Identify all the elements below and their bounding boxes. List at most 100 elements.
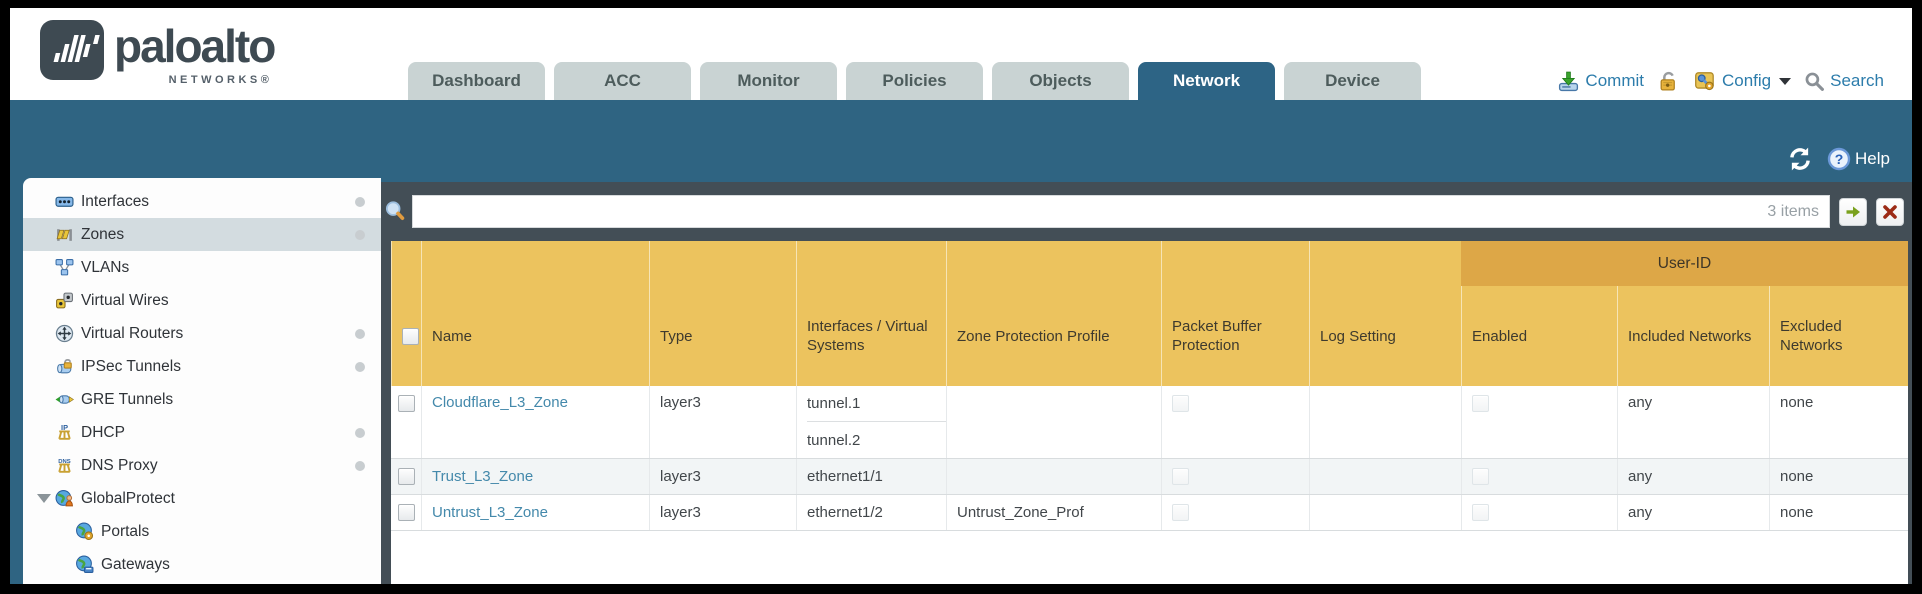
sidebar-item-virtual-wires[interactable]: Virtual Wires xyxy=(23,284,381,317)
status-dot xyxy=(355,328,365,339)
packet-buffer-checkbox[interactable] xyxy=(1172,468,1189,485)
global-search-button[interactable]: Search xyxy=(1804,71,1884,92)
column-header-zone-protection[interactable]: Zone Protection Profile xyxy=(946,241,1161,386)
commit-icon xyxy=(1559,71,1579,91)
column-header-included[interactable]: Included Networks xyxy=(1617,241,1769,386)
tab-network[interactable]: Network xyxy=(1138,62,1275,100)
tab-monitor[interactable]: Monitor xyxy=(700,62,837,100)
sidebar-item-gre-tunnels[interactable]: GRE Tunnels xyxy=(23,383,381,416)
chevron-down-icon xyxy=(1779,77,1792,85)
zone-name-cell: Trust_L3_Zone xyxy=(421,459,649,494)
expand-triangle-icon[interactable] xyxy=(37,494,51,503)
lock-icon[interactable] xyxy=(1657,70,1680,93)
column-header-log-setting[interactable]: Log Setting xyxy=(1309,241,1461,386)
help-label: Help xyxy=(1855,149,1890,168)
user-id-group-header: User-ID xyxy=(1461,241,1908,286)
zone-type-cell: layer3 xyxy=(649,459,796,494)
zone-name-link[interactable]: Trust_L3_Zone xyxy=(432,468,534,485)
search-icon xyxy=(1805,72,1825,91)
config-menu-button[interactable]: Config xyxy=(1693,69,1792,93)
user-id-enabled-checkbox[interactable] xyxy=(1472,468,1489,485)
header-utilities: Commit Confi xyxy=(1557,69,1884,93)
column-header-enabled[interactable]: Enabled xyxy=(1461,241,1617,386)
virtual-wires-icon xyxy=(55,291,74,310)
column-header-interfaces[interactable]: Interfaces / Virtual Systems xyxy=(796,241,946,386)
included-networks-cell: any xyxy=(1617,386,1769,458)
logo-word: paloalto xyxy=(114,20,276,72)
row-select-cell xyxy=(391,459,421,494)
help-button[interactable]: ? Help xyxy=(1827,147,1890,171)
row-checkbox[interactable] xyxy=(397,395,415,412)
refresh-icon[interactable] xyxy=(1787,146,1813,172)
commit-button[interactable]: Commit xyxy=(1557,70,1644,93)
user-id-enabled-checkbox[interactable] xyxy=(1472,504,1489,521)
sidebar-item-ipsec-tunnels[interactable]: IPSec Tunnels xyxy=(23,350,381,383)
sidebar-item-interfaces[interactable]: Interfaces xyxy=(23,185,381,218)
page-actions: ? Help xyxy=(1787,146,1890,172)
filter-input[interactable] xyxy=(413,196,1829,227)
clear-filter-button[interactable] xyxy=(1876,197,1904,226)
log-setting-cell xyxy=(1309,459,1461,494)
packet-buffer-checkbox[interactable] xyxy=(1172,395,1189,412)
close-icon xyxy=(1883,204,1897,219)
sidebar-item-globalprotect[interactable]: GlobalProtect xyxy=(23,482,381,515)
arrow-right-icon xyxy=(1846,206,1860,217)
search-label: Search xyxy=(1830,71,1884,90)
filter-bar: 3 items xyxy=(381,182,1912,241)
user-id-enabled-checkbox[interactable] xyxy=(1472,395,1489,412)
row-checkbox[interactable] xyxy=(397,468,415,485)
sidebar-item-label: Gateways xyxy=(101,555,170,573)
config-icon xyxy=(1695,72,1714,91)
sidebar-item-label: Virtual Routers xyxy=(81,324,184,342)
select-all-checkbox[interactable] xyxy=(402,327,419,345)
dns-proxy-icon: DNS xyxy=(55,456,74,475)
tab-acc[interactable]: ACC xyxy=(554,62,691,100)
excluded-networks-cell: none xyxy=(1769,459,1908,494)
sidebar-item-portals[interactable]: Portals xyxy=(23,515,381,548)
tab-objects[interactable]: Objects xyxy=(992,62,1129,100)
sidebar-item-label: Zones xyxy=(81,225,125,243)
packet-buffer-protection-cell xyxy=(1161,386,1309,458)
globalprotect-icon xyxy=(55,489,74,508)
portals-icon xyxy=(75,522,94,541)
apply-filter-button[interactable] xyxy=(1839,197,1867,226)
included-networks-cell: any xyxy=(1617,459,1769,494)
sidebar-item-vlans[interactable]: VLANs xyxy=(23,251,381,284)
tab-dashboard[interactable]: Dashboard xyxy=(408,62,545,100)
log-setting-cell xyxy=(1309,386,1461,458)
paloalto-logo: paloalto NETWORKS® xyxy=(40,20,276,86)
packet-buffer-checkbox[interactable] xyxy=(1172,504,1189,521)
sidebar-item-label: Virtual Wires xyxy=(81,291,169,309)
sidebar-item-zones[interactable]: Zones xyxy=(23,218,381,251)
included-networks-cell: any xyxy=(1617,495,1769,530)
user-id-enabled-cell xyxy=(1461,386,1617,458)
interfaces-cell: ethernet1/2 xyxy=(796,495,946,530)
table-filler xyxy=(391,531,1908,584)
zone-name-link[interactable]: Untrust_L3_Zone xyxy=(432,504,548,521)
excluded-networks-cell: none xyxy=(1769,386,1908,458)
column-header-type[interactable]: Type xyxy=(649,241,796,386)
column-header-packet-buffer[interactable]: Packet Buffer Protection xyxy=(1161,241,1309,386)
status-dot xyxy=(355,427,365,438)
sidebar-item-dns-proxy[interactable]: DNS DNS Proxy xyxy=(23,449,381,482)
status-dot xyxy=(355,229,365,240)
column-header-name[interactable]: Name xyxy=(421,241,649,386)
column-header-excluded[interactable]: Excluded Networks xyxy=(1769,241,1908,386)
sidebar-item-label: DNS Proxy xyxy=(81,456,158,474)
tab-policies[interactable]: Policies xyxy=(846,62,983,100)
zone-name-link[interactable]: Cloudflare_L3_Zone xyxy=(432,394,568,411)
zone-protection-profile-cell xyxy=(946,386,1161,458)
row-checkbox[interactable] xyxy=(397,504,415,521)
tab-device[interactable]: Device xyxy=(1284,62,1421,100)
sidebar-item-gateways[interactable]: Gateways xyxy=(23,548,381,581)
sidebar-item-virtual-routers[interactable]: Virtual Routers xyxy=(23,317,381,350)
